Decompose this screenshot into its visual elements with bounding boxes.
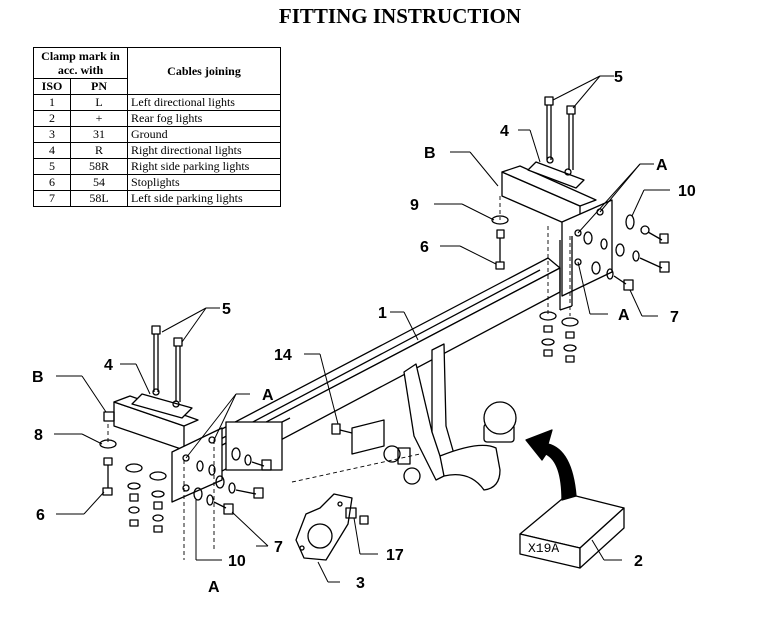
label-b-left: B [32, 369, 44, 386]
label-part-10-left: 10 [228, 553, 246, 570]
label-b-right: B [424, 145, 436, 162]
label-part-4-right: 4 [500, 123, 509, 140]
label-part-6-left: 6 [36, 507, 45, 524]
label-part-10-right: 10 [678, 183, 696, 200]
label-a-left-bottom: A [208, 579, 220, 596]
label-part-5-right: 5 [614, 69, 623, 86]
left-side-bolts [193, 447, 272, 515]
left-bottom-fasteners [99, 439, 167, 533]
label-part-9: 9 [410, 197, 419, 214]
label-part-5-left: 5 [222, 301, 231, 318]
label-part-3: 3 [356, 575, 365, 592]
cable-legend-table: Clamp mark in acc. with Cables joining I… [33, 47, 281, 207]
label-a-left-top: A [262, 387, 274, 404]
label-part-1: 1 [378, 305, 387, 322]
socket-plate [295, 493, 369, 561]
page-title: FITTING INSTRUCTION [278, 4, 522, 28]
label-part-6-right: 6 [420, 239, 429, 256]
right-plate-and-bolts [527, 96, 585, 189]
turn-arrow-icon [525, 429, 577, 501]
label-part-14: 14 [274, 347, 292, 364]
right-side-bolts [583, 214, 670, 291]
header-clamp-mark: Clamp mark in acc. with [33, 47, 128, 79]
label-part-7-right: 7 [670, 309, 679, 326]
left-plate-and-bolts [103, 325, 193, 422]
label-part-2: 2 [634, 553, 643, 570]
parts-box [519, 493, 625, 569]
assembly-guides [107, 196, 571, 560]
header-pn: PN [70, 78, 128, 95]
label-a-right-top: A [656, 157, 668, 174]
label-part-4-left: 4 [104, 357, 113, 374]
header-cables-joining: Cables joining [127, 47, 281, 95]
box-code-label: X19A [528, 541, 559, 556]
label-part-7-left: 7 [274, 539, 283, 556]
leader-lines [54, 75, 670, 583]
label-a-right-bottom: A [618, 307, 630, 324]
label-part-8: 8 [34, 427, 43, 444]
label-part-17: 17 [386, 547, 404, 564]
tow-ball [383, 401, 517, 491]
